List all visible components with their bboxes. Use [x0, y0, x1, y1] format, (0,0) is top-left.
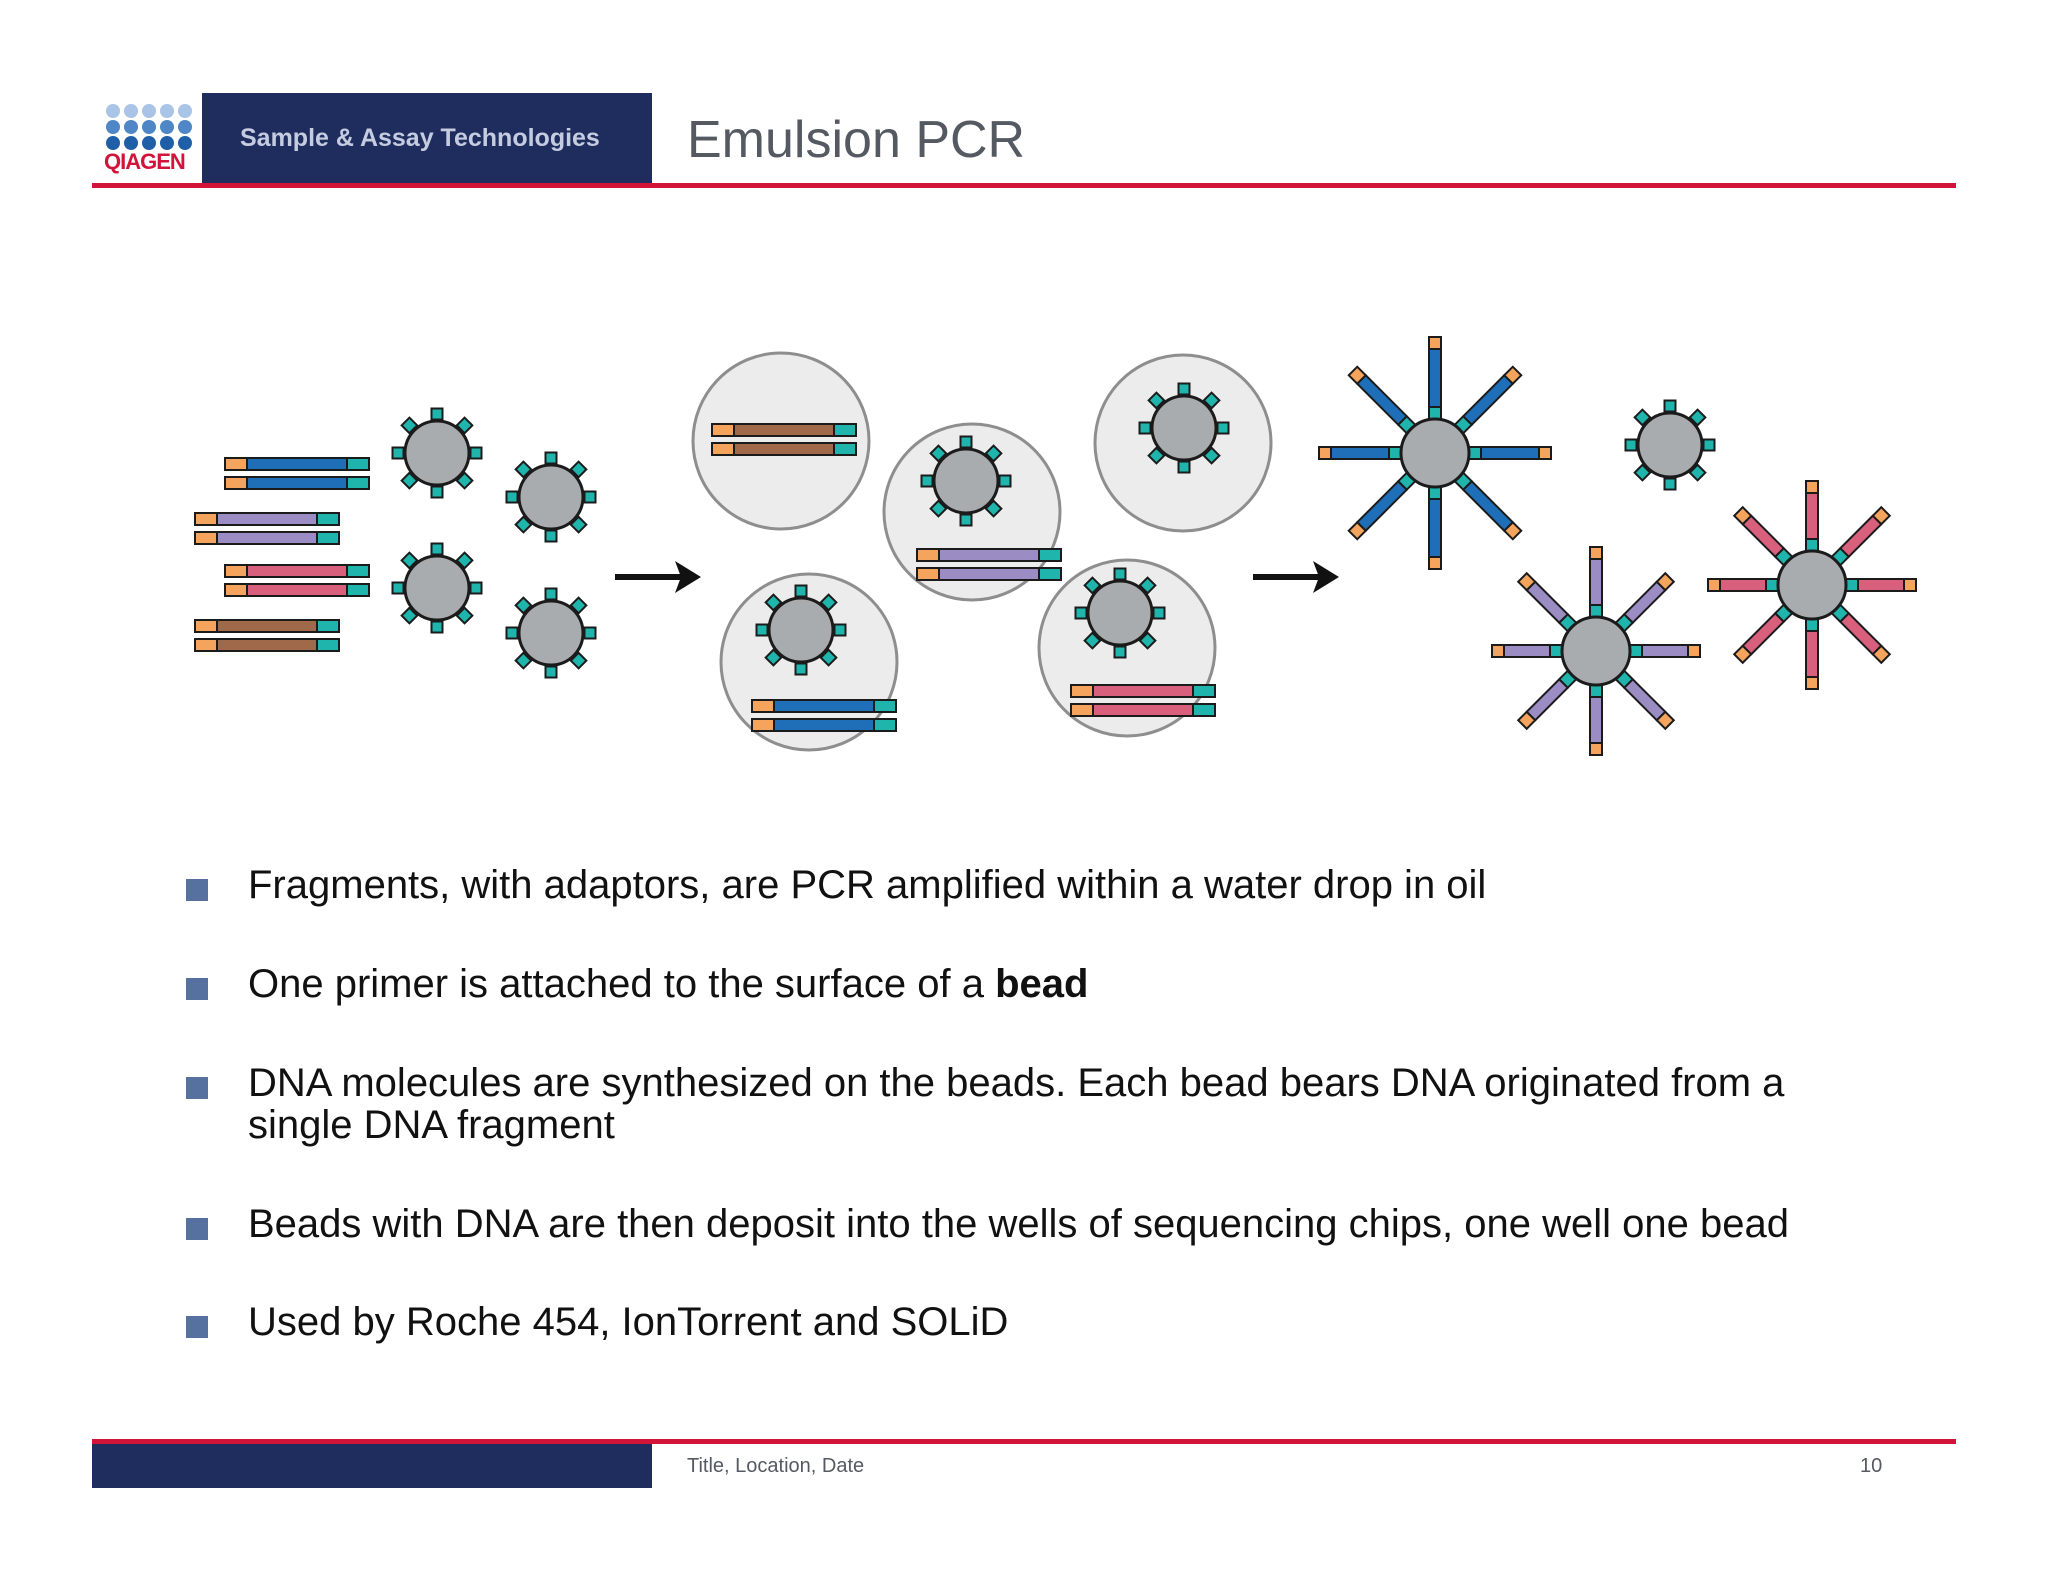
header-divider: [92, 183, 1956, 188]
dna-fragment-icon: [194, 512, 340, 526]
bead-with-primers-icon: [391, 542, 483, 634]
qiagen-logo: QIAGEN: [104, 104, 196, 176]
dna-fragment-icon: [194, 638, 340, 652]
bullet-text: DNA molecules are synthesized on the bea…: [248, 1061, 1785, 1147]
dna-fragment-icon: [711, 423, 857, 437]
slide-title: Emulsion PCR: [687, 111, 1026, 169]
bead-with-primers-icon: [391, 407, 483, 499]
dna-fragment-icon: [224, 583, 370, 597]
logo-wordmark: QIAGEN: [104, 149, 186, 174]
bullet-square-icon: [186, 1218, 208, 1240]
bullet-bold-text: bead: [995, 962, 1089, 1006]
amplified-bead-icon: [1318, 336, 1552, 570]
footer-divider: [92, 1439, 1956, 1444]
bead-with-primers-icon: [505, 587, 597, 679]
dna-fragment-icon: [1070, 684, 1216, 698]
arrow-right-icon: [1253, 561, 1339, 593]
bullet-text: Beads with DNA are then deposit into the…: [248, 1202, 1789, 1246]
footer-banner: [92, 1444, 652, 1488]
tagline: Sample & Assay Technologies: [240, 124, 600, 152]
bullet-text: Used by Roche 454, IonTorrent and SOLiD: [248, 1300, 1009, 1344]
bead-with-primers-icon: [1074, 567, 1166, 659]
dna-fragment-icon: [751, 718, 897, 732]
page-number: 10: [1860, 1455, 1883, 1477]
bullet-square-icon: [186, 1316, 208, 1338]
bullet-square-icon: [186, 879, 208, 901]
dna-fragment-icon: [751, 699, 897, 713]
bead-with-primers-icon: [505, 451, 597, 543]
bullet-square-icon: [186, 1077, 208, 1099]
bullet-list: Fragments, with adaptors, are PCR amplif…: [184, 864, 1944, 1343]
bullet-text: One primer is attached to the surface of…: [248, 962, 996, 1006]
bullet-item: Beads with DNA are then deposit into the…: [184, 1203, 1944, 1245]
bullet-square-icon: [186, 978, 208, 1000]
dna-fragment-icon: [224, 457, 370, 471]
dna-fragment-icon: [224, 476, 370, 490]
amplified-bead-icon: [1491, 546, 1701, 756]
amplified-bead-icon: [1707, 480, 1917, 690]
dna-fragment-icon: [916, 567, 1062, 581]
tagline-banner: [202, 93, 652, 184]
dna-fragment-icon: [194, 619, 340, 633]
arrow-right-icon: [615, 561, 701, 593]
bead-with-primers-icon: [1138, 382, 1230, 474]
bullet-item: Fragments, with adaptors, are PCR amplif…: [184, 864, 1944, 906]
bullet-text: Fragments, with adaptors, are PCR amplif…: [248, 863, 1487, 907]
dna-fragment-icon: [1070, 703, 1216, 717]
water-droplet-icon: [691, 351, 871, 531]
dna-fragment-icon: [224, 564, 370, 578]
logo-dots-icon: [106, 104, 196, 150]
footer-text: Title, Location, Date: [687, 1455, 865, 1477]
bead-with-primers-icon: [920, 435, 1012, 527]
emulsion-pcr-diagram: [194, 336, 1917, 756]
dna-fragment-icon: [711, 442, 857, 456]
bullet-item: One primer is attached to the surface of…: [184, 963, 1944, 1005]
bullet-item: DNA molecules are synthesized on the bea…: [184, 1062, 1944, 1146]
dna-fragment-icon: [916, 548, 1062, 562]
bullet-item: Used by Roche 454, IonTorrent and SOLiD: [184, 1301, 1944, 1343]
bead-with-primers-icon: [755, 584, 847, 676]
bead-with-primers-icon: [1624, 399, 1716, 491]
dna-fragment-icon: [194, 531, 340, 545]
